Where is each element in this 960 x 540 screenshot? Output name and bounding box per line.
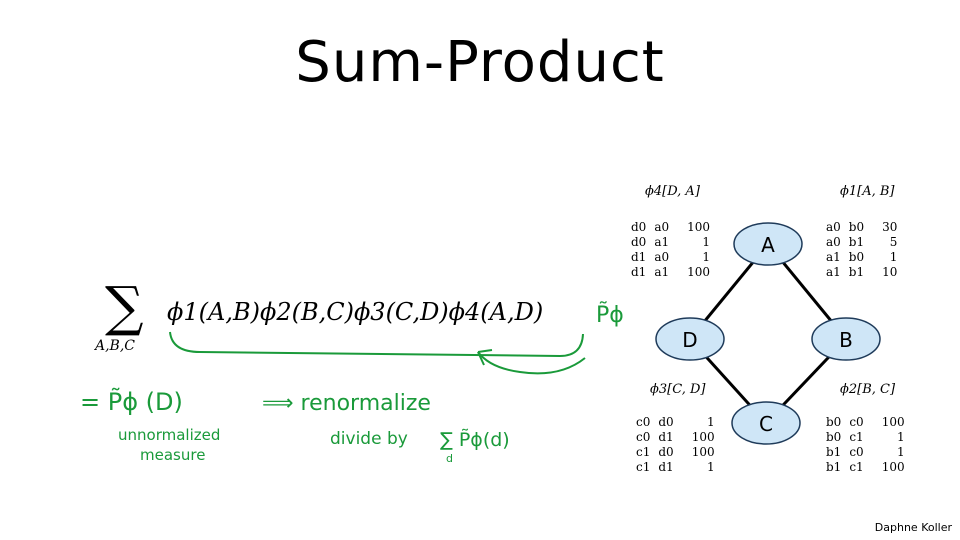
factor-assignment: c1 — [849, 460, 864, 474]
underbrace-stroke — [169, 331, 584, 358]
factor-assignment: d0 — [631, 220, 647, 234]
factor-assignment: b1 — [848, 235, 865, 249]
factor-phi2-title: ϕ2[B, C] — [840, 382, 896, 397]
factor-assignment: a1 — [654, 265, 670, 279]
factor-row: d1 a1 100 — [627, 265, 714, 280]
factor-phi1-table: a0 b0 30 a0 b1 5 a1 b0 1 a1 b1 10 — [822, 220, 901, 280]
factor-row: a0 b0 30 — [822, 220, 901, 235]
node-a-label: A — [761, 233, 775, 257]
factor-assignment: c1 — [849, 430, 864, 444]
node-a — [733, 222, 803, 266]
factor-assignment: a0 — [654, 220, 670, 234]
factor-value: 1 — [706, 415, 715, 429]
sum-subscript-annotation: d — [446, 452, 453, 465]
node-c-label: C — [759, 412, 773, 436]
factor-assignment: a1 — [826, 265, 841, 279]
slide-title: Sum-Product — [295, 30, 665, 95]
factor-assignment: a1 — [654, 235, 670, 249]
factor-row: b1 c0 1 — [822, 445, 909, 460]
factor-assignment: c0 — [849, 415, 864, 429]
factor-row: a1 b1 10 — [822, 265, 901, 280]
factor-value: 1 — [702, 235, 711, 249]
factor-assignment: d0 — [658, 445, 674, 459]
factor-assignment: c0 — [849, 445, 864, 459]
factor-value: 10 — [882, 265, 898, 279]
factor-assignment: c0 — [636, 415, 651, 429]
author-credit: Daphne Koller — [874, 521, 952, 534]
factor-phi4-table: d0 a0 100 d0 a1 1 d1 a0 1 d1 a1 100 — [627, 220, 714, 280]
factor-row: c1 d1 1 — [632, 460, 719, 475]
factor-row: a0 b1 5 — [822, 235, 901, 250]
factor-assignment: d1 — [658, 460, 674, 474]
factor-assignment: d0 — [658, 415, 674, 429]
factor-assignment: d1 — [631, 250, 647, 264]
factor-row: a1 b0 1 — [822, 250, 901, 265]
factor-value: 30 — [882, 220, 898, 234]
curved-arrow-stroke — [477, 351, 586, 375]
factor-assignment: b0 — [826, 415, 842, 429]
factor-phi3-title: ϕ3[C, D] — [650, 382, 706, 397]
factor-row: b0 c1 1 — [822, 430, 909, 445]
factor-value: 1 — [896, 445, 905, 459]
sum-subscript: A,B,C — [95, 338, 136, 354]
factor-assignment: c0 — [636, 430, 651, 444]
factor-assignment: d1 — [631, 265, 647, 279]
factor-assignment: b0 — [848, 250, 865, 264]
factor-value: 1 — [706, 460, 715, 474]
factor-value: 100 — [881, 460, 905, 474]
factor-row: d1 a0 1 — [627, 250, 714, 265]
factor-row: c1 d0 100 — [632, 445, 719, 460]
node-c — [731, 401, 801, 445]
node-d-label: D — [682, 328, 697, 352]
factor-value: 100 — [687, 265, 711, 279]
factor-row: d0 a0 100 — [627, 220, 714, 235]
factor-assignment: d0 — [631, 235, 647, 249]
equals-p-tilde-annotation: = P̃ɸ (D) — [80, 388, 183, 416]
factor-value: 1 — [896, 430, 905, 444]
node-b-label: B — [839, 328, 853, 352]
p-tilde-phi-annotation: P̃ɸ — [596, 302, 624, 328]
renormalize-annotation: ⟹ renormalize — [262, 391, 431, 416]
measure-annotation: measure — [140, 446, 205, 464]
arrow-head — [477, 349, 493, 366]
factor-assignment: b0 — [826, 430, 842, 444]
factor-value: 100 — [691, 445, 715, 459]
factor-value: 1 — [889, 250, 898, 264]
factor-assignment: d1 — [658, 430, 674, 444]
factor-value: 5 — [889, 235, 898, 249]
divide-by-annotation: divide by — [330, 429, 408, 449]
factor-row: c0 d1 100 — [632, 430, 719, 445]
factor-assignment: a0 — [654, 250, 670, 264]
factor-assignment: a1 — [826, 250, 841, 264]
factor-assignment: c1 — [636, 445, 651, 459]
factor-phi1-title: ϕ1[A, B] — [840, 184, 895, 199]
factor-product: ϕ1(A,B)ϕ2(B,C)ϕ3(C,D)ϕ4(A,D) — [167, 298, 544, 326]
factor-assignment: a0 — [826, 235, 841, 249]
factor-row: b0 c0 100 — [822, 415, 909, 430]
factor-assignment: c1 — [636, 460, 651, 474]
factor-value: 100 — [687, 220, 711, 234]
sum-p-tilde-annotation: ∑ P̃ɸ(d) — [440, 429, 510, 451]
factor-assignment: b1 — [826, 460, 842, 474]
factor-assignment: b1 — [848, 265, 865, 279]
factor-row: c0 d0 1 — [632, 415, 719, 430]
factor-assignment: a0 — [826, 220, 841, 234]
factor-phi3-table: c0 d0 1 c0 d1 100 c1 d0 100 c1 d1 1 — [632, 415, 719, 475]
sum-symbol: ∑ — [105, 275, 144, 338]
factor-phi4-title: ϕ4[D, A] — [645, 184, 700, 199]
factor-value: 1 — [702, 250, 711, 264]
factor-assignment: b0 — [848, 220, 865, 234]
node-b — [811, 317, 881, 361]
factor-row: d0 a1 1 — [627, 235, 714, 250]
factor-phi2-table: b0 c0 100 b0 c1 1 b1 c0 1 b1 c1 100 — [822, 415, 909, 475]
unnormalized-annotation: unnormalized — [118, 426, 220, 444]
node-d — [655, 317, 725, 361]
factor-row: b1 c1 100 — [822, 460, 909, 475]
factor-value: 100 — [881, 415, 905, 429]
factor-value: 100 — [691, 430, 715, 444]
factor-assignment: b1 — [826, 445, 842, 459]
